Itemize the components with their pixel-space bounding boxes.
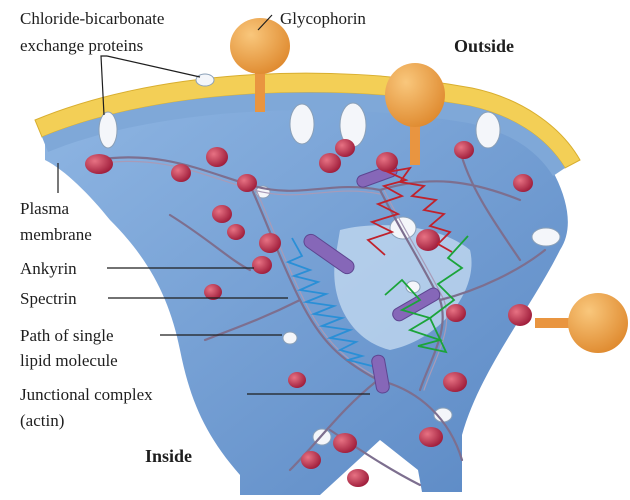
ankyrin-blob <box>513 174 533 192</box>
ankyrin-blob <box>171 164 191 182</box>
ankyrin-blob <box>347 469 369 487</box>
glycophorin-protein <box>535 293 628 353</box>
exchange-protein <box>283 332 297 344</box>
plasma-membrane-label-line1: Plasma <box>20 199 70 218</box>
ankyrin-blob <box>206 147 228 167</box>
chloride-label-line1: Chloride-bicarbonate <box>20 9 164 28</box>
ankyrin-blob <box>259 233 281 253</box>
exchange-protein <box>290 104 314 144</box>
exchange-protein <box>390 217 416 239</box>
inside-label: Inside <box>145 446 192 466</box>
ankyrin-blob <box>419 427 443 447</box>
ankyrin-blob <box>319 153 341 173</box>
glycophorin-label: Glycophorin <box>280 9 366 28</box>
exchange-protein <box>99 112 117 148</box>
exchange-protein <box>196 74 214 86</box>
ankyrin-blob <box>446 304 466 322</box>
junctional-complex-label-line2: (actin) <box>20 411 64 430</box>
ankyrin-blob <box>454 141 474 159</box>
lipid-path-label-line1: Path of single <box>20 326 114 345</box>
exchange-protein <box>532 228 560 246</box>
ankyrin-blob <box>508 304 532 326</box>
ankyrin-blob <box>227 224 245 240</box>
ankyrin-blob <box>333 433 357 453</box>
outside-label: Outside <box>454 36 514 56</box>
ankyrin-blob <box>416 229 440 251</box>
ankyrin-blob <box>376 152 398 172</box>
ankyrin-label: Ankyrin <box>20 259 77 278</box>
ankyrin-blob <box>237 174 257 192</box>
ankyrin-blob <box>335 139 355 157</box>
plasma-membrane-label-line2: membrane <box>20 225 92 244</box>
ankyrin-blob <box>252 256 272 274</box>
ankyrin-blob <box>212 205 232 223</box>
exchange-protein <box>476 112 500 148</box>
ankyrin-blob <box>443 372 467 392</box>
ankyrin-blob <box>288 372 306 388</box>
ankyrin-blob <box>301 451 321 469</box>
spectrin-label: Spectrin <box>20 289 77 308</box>
lipid-path-label-line2: lipid molecule <box>20 351 118 370</box>
ankyrin-blob <box>85 154 113 174</box>
junctional-complex-label-line1: Junctional complex <box>20 385 153 404</box>
chloride-label-line2: exchange proteins <box>20 36 143 55</box>
